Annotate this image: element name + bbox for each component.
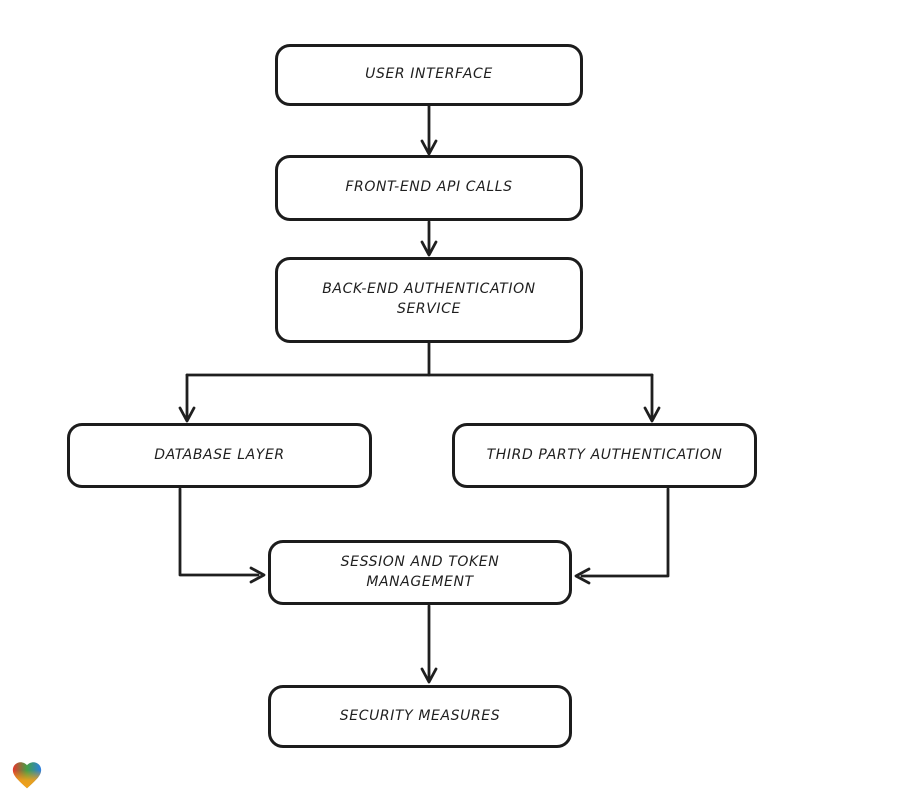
node-front-end-api-calls-label: FRONT-END API CALLS bbox=[345, 179, 513, 196]
node-back-end-auth-service-label: BACK-END AUTHENTICATION SERVICE bbox=[322, 281, 536, 317]
edge-session-to-security bbox=[420, 604, 438, 684]
edge-database-to-session bbox=[178, 487, 266, 584]
node-session-token-management: SESSION AND TOKEN MANAGEMENT bbox=[268, 540, 572, 605]
edge-third-party-to-session bbox=[574, 487, 670, 585]
node-security-measures: SECURITY MEASURES bbox=[268, 685, 572, 748]
node-database-layer-label: DATABASE LAYER bbox=[154, 446, 285, 463]
node-security-measures-label: SECURITY MEASURES bbox=[339, 707, 501, 724]
edge-back-end-branch bbox=[178, 341, 661, 423]
node-database-layer: DATABASE LAYER bbox=[67, 423, 372, 488]
edge-front-end-to-back-end bbox=[420, 220, 438, 257]
node-third-party-authentication-label: THIRD PARTY AUTHENTICATION bbox=[486, 446, 723, 463]
heart-icon bbox=[12, 762, 42, 789]
node-session-token-management-label: SESSION AND TOKEN MANAGEMENT bbox=[340, 553, 500, 590]
node-user-interface-label: USER INTERFACE bbox=[365, 66, 493, 83]
node-user-interface: USER INTERFACE bbox=[275, 44, 583, 106]
node-third-party-authentication: THIRD PARTY AUTHENTICATION bbox=[452, 423, 757, 488]
node-back-end-auth-service: BACK-END AUTHENTICATION SERVICE bbox=[275, 257, 583, 343]
node-front-end-api-calls: FRONT-END API CALLS bbox=[275, 155, 583, 221]
edge-user-interface-to-front-end bbox=[420, 104, 438, 156]
